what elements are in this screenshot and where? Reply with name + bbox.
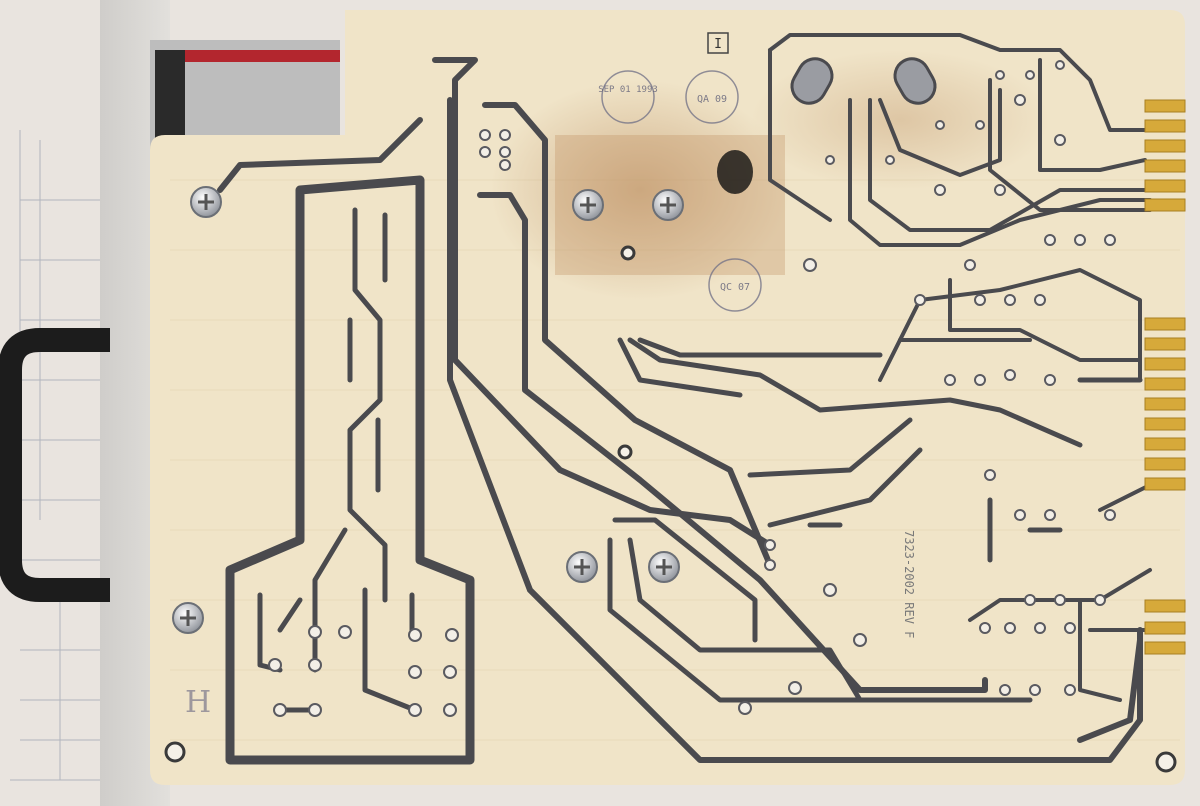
stamp-1-text: SEP 01 1993 bbox=[598, 85, 658, 95]
part-number: 7323-2002 REV F bbox=[902, 530, 916, 638]
solder-pads bbox=[268, 60, 1116, 717]
stamp-circle bbox=[708, 258, 762, 312]
pcb-board bbox=[150, 10, 1185, 785]
stamp-2-text: QA 09 bbox=[697, 94, 727, 105]
screw bbox=[566, 551, 598, 583]
screw bbox=[190, 186, 222, 218]
gold-edge-fingers bbox=[1144, 99, 1186, 655]
red-edge bbox=[170, 50, 340, 62]
screw bbox=[652, 189, 684, 221]
stamp-circle bbox=[601, 70, 655, 124]
stamp-3-text: QC 07 bbox=[720, 282, 750, 293]
outline-mark-box bbox=[707, 32, 729, 54]
burn-mark bbox=[717, 150, 753, 194]
screw bbox=[572, 189, 604, 221]
screw bbox=[172, 602, 204, 634]
slot-pads bbox=[790, 57, 937, 105]
heat-discoloration bbox=[490, 80, 790, 300]
inspection-stamps bbox=[601, 70, 762, 312]
stamp-circle bbox=[685, 70, 739, 124]
copper-traces bbox=[217, 33, 1162, 765]
outline-mark: I bbox=[714, 37, 722, 52]
screws bbox=[172, 186, 684, 634]
mounting-holes bbox=[164, 245, 1177, 773]
handle bbox=[0, 328, 110, 602]
screw bbox=[648, 551, 680, 583]
handwritten-mark: H bbox=[185, 685, 211, 720]
